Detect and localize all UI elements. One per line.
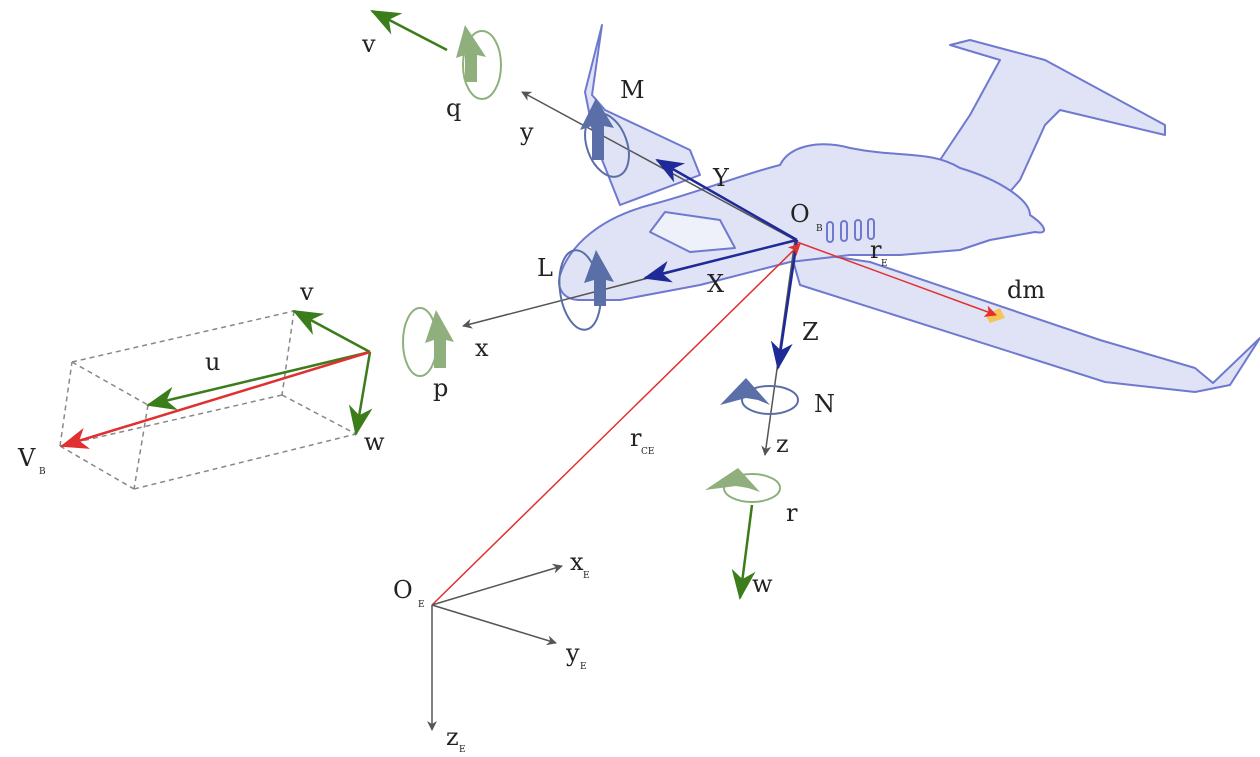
label-z-E-sub: E <box>459 745 466 755</box>
label-y: y <box>519 118 534 146</box>
label-w-bottom: w <box>752 570 773 598</box>
label-z-E: z E <box>446 723 466 755</box>
label-x-E-sub: E <box>583 571 590 581</box>
force-X-arrow <box>643 238 798 283</box>
label-O-B-sub: B <box>816 224 823 234</box>
label-r-E-sub: E <box>881 259 888 269</box>
label-q: q <box>446 94 461 122</box>
label-O-E-sub: E <box>418 600 425 610</box>
velocity-VB <box>60 350 371 449</box>
label-r-rate: r <box>786 499 798 527</box>
label-v-top: v <box>361 30 376 58</box>
label-r-CE: r CE <box>630 424 654 457</box>
left-wing <box>789 249 1260 393</box>
label-r-CE-main: r <box>630 424 642 452</box>
moment-M-arrowhead <box>580 98 614 160</box>
label-M: M <box>620 76 645 104</box>
label-y-E-main: y <box>565 639 580 667</box>
label-dm: dm <box>1007 276 1045 304</box>
label-V-B-main: V <box>17 444 36 472</box>
label-y-E: y E <box>565 639 587 672</box>
label-X: X <box>707 270 724 298</box>
earth-y-axis <box>431 604 557 646</box>
rate-r-arrowhead <box>705 468 760 492</box>
fuselage-window <box>867 218 875 240</box>
moment-M <box>580 98 630 178</box>
r-CE-vector <box>431 243 801 606</box>
fuselage-window <box>854 219 862 241</box>
label-w-box: w <box>364 428 385 456</box>
rate-p <box>402 307 454 377</box>
r-E-vector <box>796 241 997 317</box>
label-O-B-main: O <box>790 200 810 228</box>
rate-p-arrowhead <box>425 310 454 368</box>
label-r-E-main: r <box>870 236 882 264</box>
label-r-E: r E <box>870 236 888 269</box>
rate-r <box>705 468 781 503</box>
label-Y: Y <box>712 164 730 192</box>
label-z: z <box>776 430 789 458</box>
label-x: x <box>475 334 489 362</box>
label-O-B: O B <box>790 200 823 234</box>
earth-x-axis <box>431 563 563 606</box>
label-O-E: O E <box>393 576 425 610</box>
rate-q <box>456 25 502 100</box>
velocity-w-box <box>348 351 373 436</box>
fuselage-window <box>826 221 834 243</box>
force-Y-arrow <box>655 158 798 242</box>
label-y-E-sub: E <box>580 662 587 672</box>
moment-L <box>558 249 614 331</box>
moment-N <box>720 378 799 415</box>
label-V-B-sub: B <box>39 467 46 477</box>
rate-q-arrowhead <box>456 25 486 82</box>
cockpit-window <box>649 211 736 253</box>
label-x-E-main: x <box>570 548 584 576</box>
fuselage <box>558 143 1045 301</box>
label-V-B: V B <box>17 444 46 477</box>
label-O-E-main: O <box>393 576 413 604</box>
velocity-v-box <box>292 309 371 354</box>
velocity-u <box>146 350 371 411</box>
moment-L-arrowhead <box>584 250 614 306</box>
force-Z-arrow <box>770 239 799 370</box>
velocity-v-top <box>370 9 448 52</box>
aircraft-silhouette <box>558 24 1260 393</box>
vertical-tail <box>939 39 1166 216</box>
moment-N-arrowhead <box>720 378 770 405</box>
label-p: p <box>433 374 448 402</box>
velocity-w-bottom <box>731 504 756 600</box>
fuselage-window <box>840 220 848 242</box>
label-r-CE-sub: CE <box>641 447 654 457</box>
label-x-E: x E <box>570 548 590 581</box>
label-L: L <box>537 254 553 282</box>
label-u: u <box>205 348 220 376</box>
label-Z: Z <box>802 318 819 346</box>
label-v-box: v <box>299 278 314 306</box>
label-N: N <box>814 390 835 418</box>
label-z-E-main: z <box>446 723 459 751</box>
